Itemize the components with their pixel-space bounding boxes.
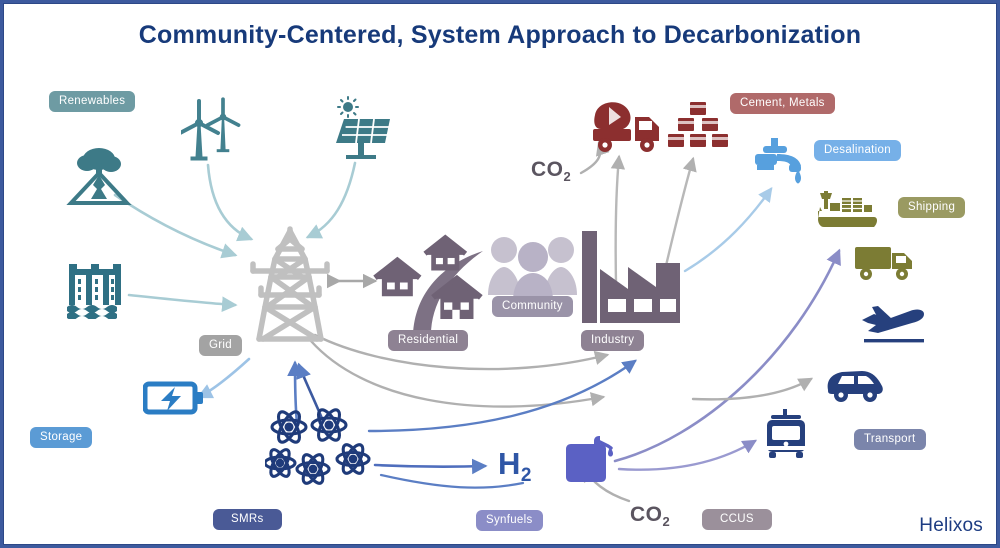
- people-icon: [488, 237, 577, 301]
- co2-top-sub: 2: [563, 169, 572, 185]
- badge-desalination[interactable]: Desalination: [814, 140, 901, 162]
- brand-logo: Helixos: [919, 515, 983, 536]
- cargo-ship-icon: [818, 191, 877, 227]
- atom-icon: [265, 408, 371, 485]
- badge-transport[interactable]: Transport: [854, 429, 926, 451]
- wind-turbine-icon: [181, 97, 241, 161]
- badge-storage[interactable]: Storage: [30, 427, 93, 449]
- h2-label: H2: [498, 446, 532, 487]
- hydro-dam-icon: [67, 264, 121, 319]
- badge-ccus[interactable]: CCUS: [702, 509, 772, 531]
- car-icon: [827, 371, 883, 402]
- fuel-can-icon: [566, 436, 613, 482]
- page-title: Community-Centered, System Approach to D…: [138, 21, 862, 49]
- badge-synfuels[interactable]: Synfuels: [476, 510, 543, 532]
- co2-label-top: CO2: [531, 158, 571, 184]
- tram-icon: [767, 409, 805, 458]
- badge-industry[interactable]: Industry: [581, 330, 645, 352]
- badge-smrs[interactable]: SMRs: [213, 509, 282, 531]
- power-tower-icon: [250, 226, 330, 342]
- battery-icon: [143, 381, 203, 415]
- badge-cement-metals[interactable]: Cement, Metals: [730, 93, 835, 115]
- airplane-icon: [862, 306, 924, 343]
- bricks-icon: [668, 102, 728, 147]
- co2-bottom-sub: 2: [662, 514, 671, 530]
- h2-sub: 2: [520, 465, 532, 487]
- geothermal-icon: [66, 148, 132, 205]
- co2-label-bottom: CO2: [630, 503, 670, 529]
- faucet-icon: [755, 138, 801, 184]
- badge-grid[interactable]: Grid: [199, 335, 242, 357]
- badge-renewables[interactable]: Renewables: [49, 91, 136, 113]
- solar-panel-icon: [336, 96, 390, 159]
- house-icon: [373, 234, 483, 335]
- badge-community[interactable]: Community: [492, 296, 573, 318]
- badge-shipping[interactable]: Shipping: [898, 197, 966, 219]
- h2-text: H: [498, 446, 521, 481]
- cement-truck-icon: [593, 102, 659, 152]
- co2-top-text: CO: [531, 158, 564, 181]
- badge-residential[interactable]: Residential: [388, 330, 469, 352]
- truck-icon: [855, 247, 912, 280]
- co2-bottom-text: CO: [630, 503, 663, 526]
- factory-icon: [582, 231, 680, 323]
